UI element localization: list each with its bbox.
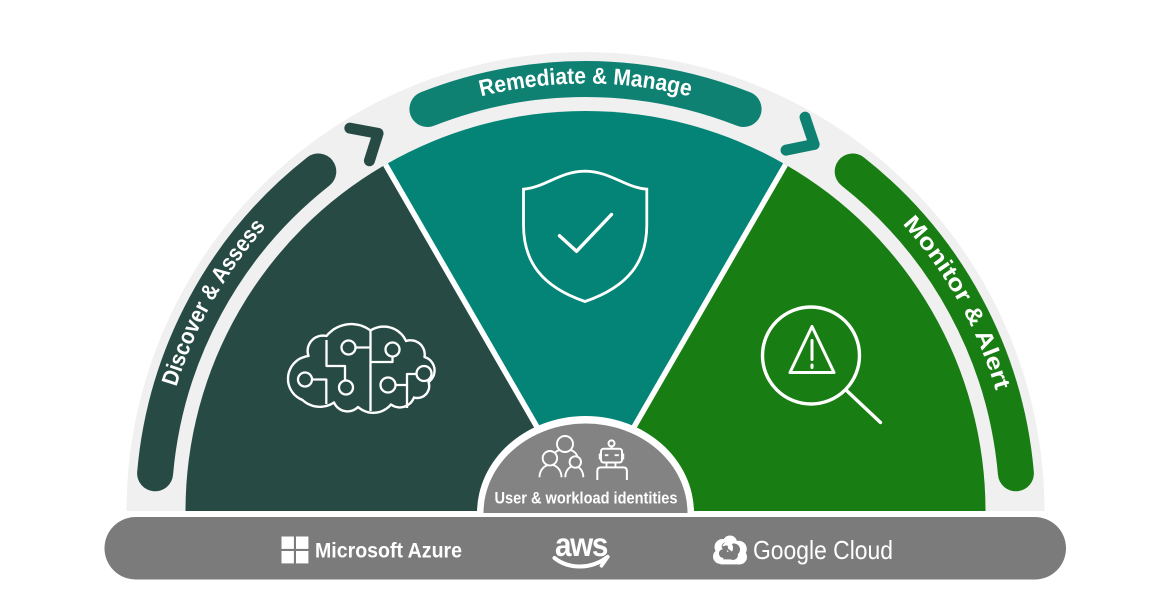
svg-text:Google Cloud: Google Cloud	[753, 535, 893, 565]
svg-text:User & workload identities: User & workload identities	[495, 490, 678, 508]
svg-text:Microsoft Azure: Microsoft Azure	[315, 539, 462, 563]
svg-text:aws: aws	[555, 526, 607, 563]
